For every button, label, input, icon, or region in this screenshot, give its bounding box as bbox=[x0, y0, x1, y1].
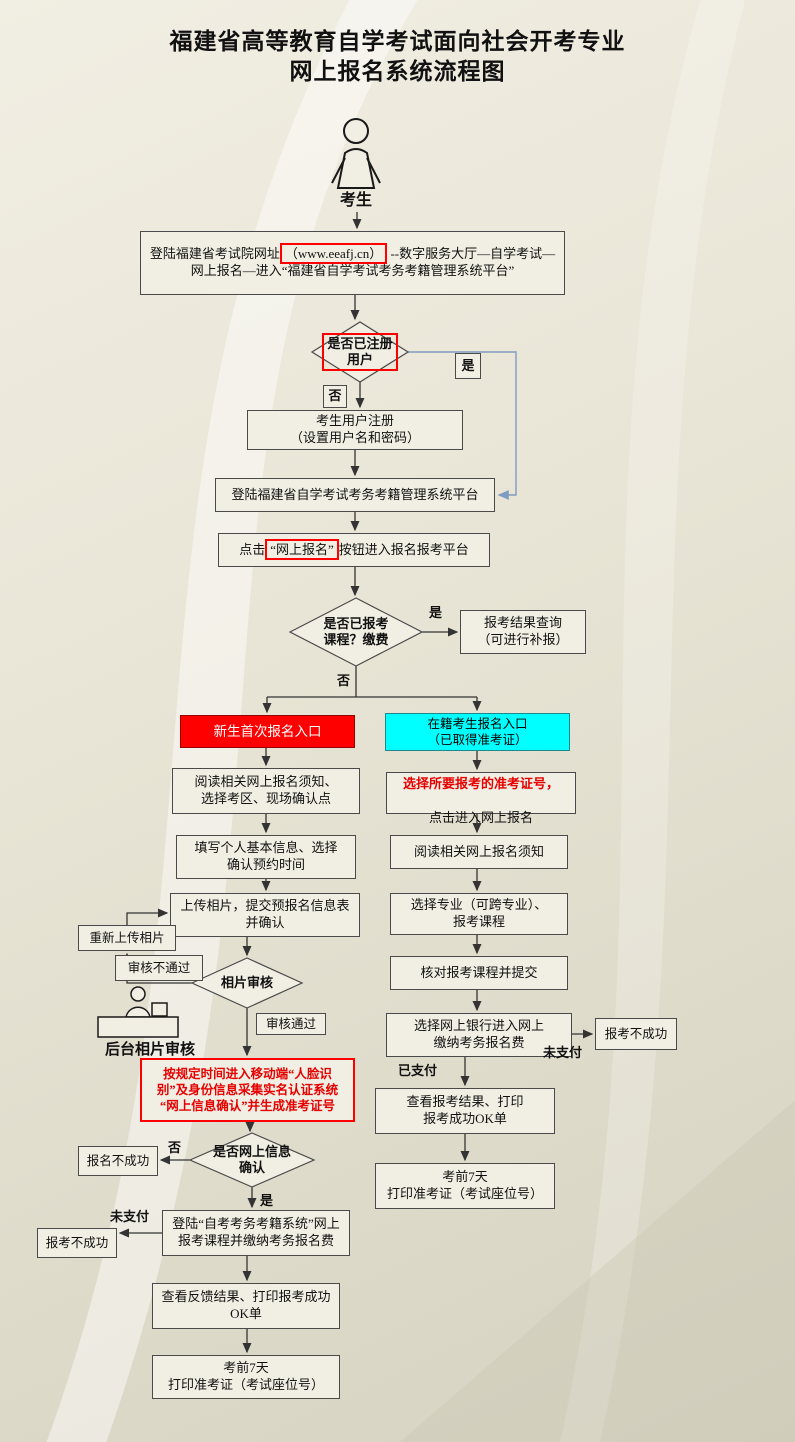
node-click-online-signup: 点击“网上报名”按钮进入报名报考平台 bbox=[218, 533, 490, 567]
edge-label-registered-yes: 是 bbox=[455, 353, 481, 379]
decision-enrolled-label: 是否已报考 课程？缴费 bbox=[298, 610, 414, 654]
node-left-pay-fee: 登陆“自考考务考籍系统”网上 报考课程并缴纳考务报名费 bbox=[162, 1210, 350, 1256]
edge-label-enrolled-no: 否 bbox=[337, 673, 351, 688]
node-entry-existing-text: 在籍考生报名入口 （已取得准考证） bbox=[427, 716, 528, 747]
diamond-enrolled bbox=[288, 597, 424, 667]
node-left-enroll-fail: 报考不成功 bbox=[37, 1228, 117, 1258]
node-platform-login-text: 登陆福建省自学考试考务考籍管理系统平台 bbox=[231, 486, 479, 502]
node-left-upload-photo: 上传相片，提交预报名信息表 并确认 bbox=[170, 893, 360, 937]
node-entry-existing-student: 在籍考生报名入口 （已取得准考证） bbox=[385, 713, 570, 751]
node-sign-fail: 报名不成功 bbox=[78, 1146, 158, 1176]
edge-label-right-paid: 已支付 bbox=[398, 1063, 438, 1078]
node-right-read-notice-text: 阅读相关网上报名须知 bbox=[413, 843, 544, 859]
node-left-fill-info: 填写个人基本信息、选择 确认预约时间 bbox=[176, 835, 356, 879]
node-login-site-text: 登陆福建省考试院网址（www.eeafj.cn） --数字服务大厅—自学考试— … bbox=[149, 243, 556, 280]
node-sign-fail-text: 报名不成功 bbox=[86, 1153, 150, 1168]
node-right-read-notice: 阅读相关网上报名须知 bbox=[390, 835, 568, 869]
node-left-enroll-fail-text: 报考不成功 bbox=[45, 1235, 109, 1250]
node-audit-fail-text: 审核不通过 bbox=[127, 960, 191, 975]
decision-info-confirm-text: 是否网上信息 确认 bbox=[212, 1143, 291, 1175]
choose-ticket-line1: 选择所要报考的准考证号， bbox=[402, 776, 559, 792]
login-post: --数字服务大厅—自学考试— 网上报名—进入“福建省自学考试考务考籍管理系统平台… bbox=[190, 246, 556, 278]
page-title-line2: 网上报名系统流程图 bbox=[289, 59, 506, 84]
decision-photo-audit-label: 相片审核 bbox=[200, 972, 294, 994]
node-left-fill-info-text: 填写个人基本信息、选择 确认预约时间 bbox=[194, 840, 338, 872]
node-right-check-courses: 核对报考课程并提交 bbox=[390, 956, 568, 990]
reviewer-desk-icon bbox=[97, 986, 179, 1038]
actor-label: 考生 bbox=[339, 192, 372, 209]
node-face-auth: 按规定时间进入移动端“人脸识 别”及身份信息采集实名认证系统 “网上信息确认”并… bbox=[140, 1058, 355, 1122]
node-audit-fail-label: 审核不通过 bbox=[115, 955, 203, 981]
node-right-bank-pay: 选择网上银行进入网上 缴纳考务报名费 bbox=[386, 1013, 572, 1057]
node-user-register: 考生用户注册 （设置用户名和密码） bbox=[247, 410, 463, 450]
page-title-line1: 福建省高等教育自学考试面向社会开考专业 bbox=[169, 29, 626, 54]
click-pre: 点击 bbox=[239, 541, 266, 557]
node-right-choose-ticket-text: 选择所要报考的准考证号， 点击进入网上报名 bbox=[403, 759, 559, 827]
node-platform-login: 登陆福建省自学考试考务考籍管理系统平台 bbox=[215, 478, 495, 512]
decision-photo-audit-text: 相片审核 bbox=[220, 974, 273, 990]
node-right-choose-major-text: 选择专业（可跨专业）、 报考课程 bbox=[410, 897, 548, 929]
decision-info-confirm-label: 是否网上信息 确认 bbox=[196, 1138, 308, 1182]
node-audit-pass-label: 审核通过 bbox=[256, 1013, 326, 1035]
online-signup-highlight: “网上报名” bbox=[265, 538, 339, 560]
diamond-photo-audit bbox=[190, 957, 304, 1009]
edge-label-confirm-yes: 是 bbox=[260, 1193, 274, 1208]
edge-registered-yes bbox=[408, 351, 517, 500]
node-right-print-ticket: 考前7天 打印准考证（考试座位号） bbox=[375, 1163, 555, 1209]
edge-label-registered-no: 否 bbox=[323, 385, 347, 408]
node-right-check-courses-text: 核对报考课程并提交 bbox=[420, 964, 538, 980]
node-right-enroll-fail-text: 报考不成功 bbox=[604, 1026, 668, 1041]
node-login-site: 登陆福建省考试院网址（www.eeafj.cn） --数字服务大厅—自学考试— … bbox=[140, 231, 565, 295]
node-right-enroll-fail: 报考不成功 bbox=[595, 1018, 677, 1050]
node-left-print-ticket-text: 考前7天 打印准考证（考试座位号） bbox=[167, 1360, 324, 1392]
node-left-pay-fee-text: 登陆“自考考务考籍系统”网上 报考课程并缴纳考务报名费 bbox=[172, 1216, 340, 1248]
node-right-view-result-text: 查看报考结果、打印 报考成功OK单 bbox=[406, 1094, 524, 1126]
node-entry-new-student: 新生首次报名入口 bbox=[180, 715, 355, 748]
edge-label-left-unpaid: 未支付 bbox=[110, 1209, 150, 1224]
node-left-view-result: 查看反馈结果、打印报考成功 OK单 bbox=[152, 1283, 340, 1329]
node-reupload-photo: 重新上传相片 bbox=[78, 925, 176, 951]
decision-registered-text: 是否已注册 用户 bbox=[322, 332, 398, 372]
website-url-highlight: （www.eeafj.cn） bbox=[279, 243, 388, 265]
click-post: 按钮进入报名报考平台 bbox=[338, 541, 469, 557]
node-user-register-text: 考生用户注册 （设置用户名和密码） bbox=[289, 413, 420, 445]
diamond-info-confirm bbox=[188, 1132, 316, 1188]
node-entry-new-text: 新生首次报名入口 bbox=[213, 723, 322, 739]
choose-ticket-line2: 点击进入网上报名 bbox=[428, 809, 533, 825]
login-pre: 登陆福建省考试院网址 bbox=[149, 246, 280, 262]
decision-registered-label: 是否已注册 用户 bbox=[308, 330, 412, 374]
diamond-registered bbox=[310, 321, 410, 383]
node-result-query: 报考结果查询 （可进行补报） bbox=[460, 610, 586, 654]
node-right-print-ticket-text: 考前7天 打印准考证（考试座位号） bbox=[386, 1169, 543, 1201]
node-left-read-notice-text: 阅读相关网上报名须知、 选择考区、现场确认点 bbox=[194, 774, 338, 806]
node-face-auth-text: 按规定时间进入移动端“人脸识 别”及身份信息采集实名认证系统 “网上信息确认”并… bbox=[156, 1066, 339, 1114]
decision-enrolled-text: 是否已报考 课程？缴费 bbox=[323, 615, 389, 647]
edge-label-enrolled-yes: 是 bbox=[429, 605, 443, 620]
node-left-print-ticket: 考前7天 打印准考证（考试座位号） bbox=[152, 1355, 340, 1399]
decision-diamonds bbox=[188, 321, 424, 1188]
node-right-view-result: 查看报考结果、打印 报考成功OK单 bbox=[375, 1088, 555, 1134]
edge-label-right-unpaid: 未支付 bbox=[543, 1045, 583, 1060]
node-left-read-notice: 阅读相关网上报名须知、 选择考区、现场确认点 bbox=[172, 768, 360, 814]
edge-label-confirm-no: 否 bbox=[168, 1140, 182, 1155]
node-left-view-result-text: 查看反馈结果、打印报考成功 OK单 bbox=[161, 1289, 331, 1321]
node-right-choose-ticket: 选择所要报考的准考证号， 点击进入网上报名 bbox=[386, 772, 576, 825]
node-left-upload-photo-text: 上传相片，提交预报名信息表 并确认 bbox=[180, 898, 350, 930]
backstage-audit-text: 后台相片审核 bbox=[104, 1041, 195, 1058]
node-reupload-photo-text: 重新上传相片 bbox=[89, 930, 165, 945]
node-result-query-text: 报考结果查询 （可进行补报） bbox=[477, 615, 569, 647]
backstage-audit-label: 后台相片审核 bbox=[90, 1040, 210, 1060]
node-right-choose-major: 选择专业（可跨专业）、 报考课程 bbox=[390, 893, 568, 935]
examinee-icon bbox=[331, 118, 381, 189]
node-click-online-text: 点击“网上报名”按钮进入报名报考平台 bbox=[239, 538, 469, 560]
node-right-bank-pay-text: 选择网上银行进入网上 缴纳考务报名费 bbox=[413, 1018, 544, 1050]
node-audit-pass-text: 审核通过 bbox=[265, 1016, 316, 1031]
